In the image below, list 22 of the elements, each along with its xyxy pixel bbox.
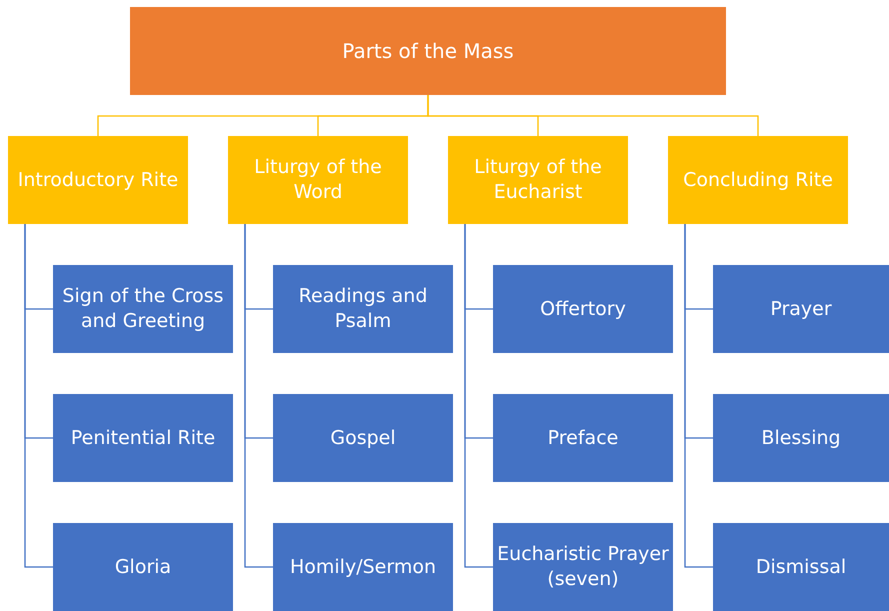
connector-line (244, 224, 273, 568)
step-box: Offertory (493, 265, 673, 353)
step-box: Homily/Sermon (273, 523, 453, 611)
step-box: Sign of the Cross and Greeting (53, 265, 233, 353)
step-box: Readings and Psalm (273, 265, 453, 353)
section-box: Liturgy of the Word (228, 136, 408, 224)
step-box: Blessing (713, 394, 889, 482)
step-box: Prayer (713, 265, 889, 353)
step-box: Eucharistic Prayer (seven) (493, 523, 673, 611)
connector-line (24, 224, 53, 568)
title-box: Parts of the Mass (130, 7, 726, 95)
step-box: Gloria (53, 523, 233, 611)
connector-line (684, 224, 713, 568)
step-box: Dismissal (713, 523, 889, 611)
step-box: Preface (493, 394, 673, 482)
connector-line (464, 224, 493, 568)
connector-line (427, 95, 759, 136)
section-box: Introductory Rite (8, 136, 188, 224)
step-box: Penitential Rite (53, 394, 233, 482)
step-box: Gospel (273, 394, 453, 482)
section-box: Concluding Rite (668, 136, 848, 224)
section-box: Liturgy of the Eucharist (448, 136, 628, 224)
